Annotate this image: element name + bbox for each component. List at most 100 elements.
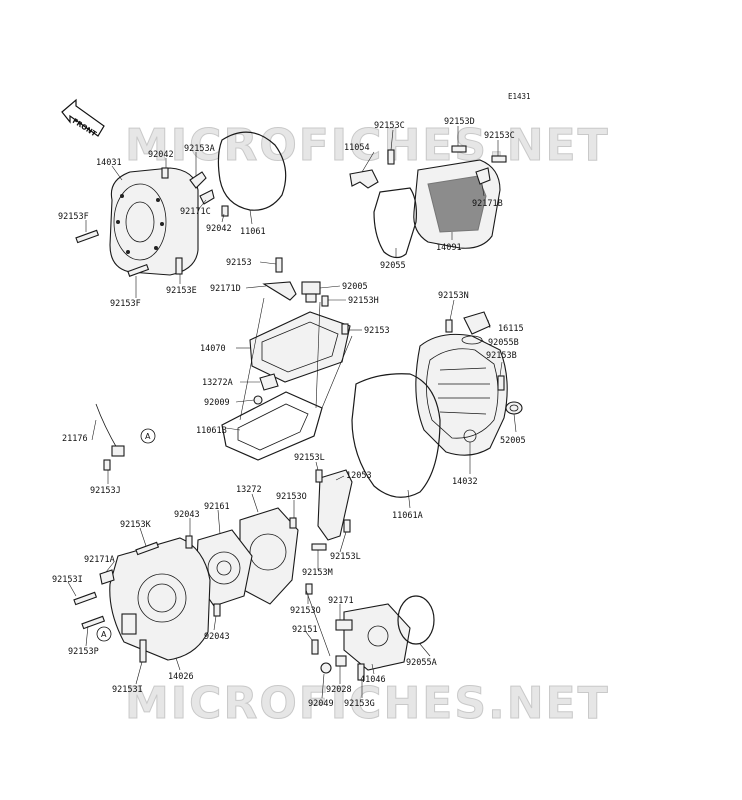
bolt-92153-a — [275, 257, 283, 273]
label-52005: 52005 — [500, 436, 526, 446]
clamp-92171B — [475, 167, 491, 185]
bolt-92153H — [321, 295, 329, 307]
label-92153F-a: 92153F — [58, 212, 89, 222]
bolt-92153L-b — [343, 519, 351, 533]
cover-14070 — [249, 311, 351, 383]
callout-a-label: A — [145, 432, 151, 441]
label-21176: 21176 — [62, 434, 88, 444]
watermark-bottom: MICROFICHES.NET — [125, 678, 610, 729]
bushing-92028 — [335, 655, 347, 667]
bolt-92153N — [445, 319, 453, 333]
gasket-11061B — [221, 391, 323, 461]
gasket-11061A — [351, 373, 441, 498]
label-92153F-b: 92153F — [110, 299, 141, 309]
label-92153C-a: 92153C — [374, 121, 405, 131]
bolt-92153I-b — [139, 639, 147, 663]
label-11061: 11061 — [240, 227, 266, 237]
label-92153I-b: 92153I — [112, 685, 143, 695]
label-92049: 92049 — [308, 699, 334, 709]
label-92153J: 92153J — [90, 486, 121, 496]
bolt-92153O-b — [305, 583, 313, 595]
part-labels: 14031 92042 92153A 92153F 92171C 92042 1… — [52, 117, 526, 709]
label-14031: 14031 — [96, 158, 122, 168]
label-92171B: 92171B — [472, 199, 503, 209]
label-13272: 13272 — [236, 485, 262, 495]
bolt-92153I-a — [73, 591, 98, 606]
cover-14026 — [109, 537, 211, 661]
label-92055A: 92055A — [406, 658, 437, 668]
bolt-92153F-b — [127, 263, 150, 277]
label-92028: 92028 — [326, 685, 352, 695]
label-92005: 92005 — [342, 282, 368, 292]
label-92151: 92151 — [292, 625, 318, 635]
label-14026: 14026 — [168, 672, 194, 682]
label-11061A: 11061A — [392, 511, 423, 521]
label-14070: 14070 — [200, 344, 226, 354]
label-92153K: 92153K — [120, 520, 152, 530]
label-14091: 14091 — [436, 243, 462, 253]
bolt-92153J — [103, 459, 111, 471]
clamp-92171D — [262, 281, 297, 301]
label-92161: 92161 — [204, 502, 230, 512]
watermark-top: MICROFICHES.NET — [125, 120, 610, 171]
label-11054: 11054 — [344, 143, 370, 153]
leader-lines — [67, 126, 517, 699]
label-92043-a: 92043 — [174, 510, 200, 520]
label-11061B: 11061B — [196, 426, 227, 436]
callout-a-bottom-label: A — [101, 630, 107, 639]
label-92171C: 92171C — [180, 207, 211, 217]
label-92153-a: 92153 — [226, 258, 252, 268]
label-92153M: 92153M — [302, 568, 333, 578]
label-14032: 14032 — [452, 477, 478, 487]
bolt-92153M — [311, 543, 327, 551]
label-92171D: 92171D — [210, 284, 241, 294]
front-arrow-icon: FRONT — [61, 98, 105, 138]
part-92171 — [335, 619, 353, 631]
clamp-92171C — [199, 189, 215, 205]
bolt-92153F-a — [75, 229, 100, 244]
bolt-92151 — [311, 639, 319, 655]
label-92153A: 92153A — [184, 144, 215, 154]
bolt-92153G — [357, 663, 365, 681]
washer-92049 — [320, 662, 332, 674]
label-92009: 92009 — [204, 398, 230, 408]
o-ring-92055A — [397, 595, 435, 645]
bolt-92153-b — [341, 323, 349, 335]
bracket-11054 — [349, 169, 379, 189]
diagram-code: E1431 — [508, 92, 531, 101]
label-12053: 12053 — [346, 471, 372, 481]
gasket-11061 — [217, 131, 287, 211]
bolt-92153K — [135, 541, 160, 556]
bolt-92153P — [81, 615, 106, 630]
callout-a-bottom: A — [96, 626, 112, 642]
label-92055B: 92055B — [488, 338, 519, 348]
gasket-92055 — [373, 187, 417, 259]
cap-16115 — [463, 311, 491, 335]
label-92153O-b: 92153O — [290, 606, 321, 616]
bracket-92153A — [189, 171, 207, 189]
label-92153O-a: 92153O — [276, 492, 307, 502]
label-92171: 92171 — [328, 596, 354, 606]
label-92153L-a: 92153L — [294, 453, 325, 463]
label-92055: 92055 — [380, 261, 406, 271]
bolt-92153C-a — [387, 149, 395, 165]
washer-92009 — [253, 395, 263, 405]
pin-92043-b — [213, 603, 221, 617]
bolt-92153E — [175, 257, 183, 275]
label-92042-b: 92042 — [206, 224, 232, 234]
label-92153E: 92153E — [166, 286, 197, 296]
bolt-92153B — [497, 375, 505, 391]
label-92153P: 92153P — [68, 647, 99, 657]
label-92043-b: 92043 — [204, 632, 230, 642]
label-92153G: 92153G — [344, 699, 375, 709]
cover-41046 — [343, 603, 411, 671]
label-92153D: 92153D — [444, 117, 475, 127]
bracket-12053 — [317, 469, 353, 541]
cable-21176 — [95, 403, 125, 457]
label-92153L-b: 92153L — [330, 552, 361, 562]
bolt-92153O-a — [289, 517, 297, 529]
label-16115: 16115 — [498, 324, 524, 334]
label-92153I-a: 92153I — [52, 575, 83, 585]
bolt-92153C-b — [491, 155, 507, 163]
